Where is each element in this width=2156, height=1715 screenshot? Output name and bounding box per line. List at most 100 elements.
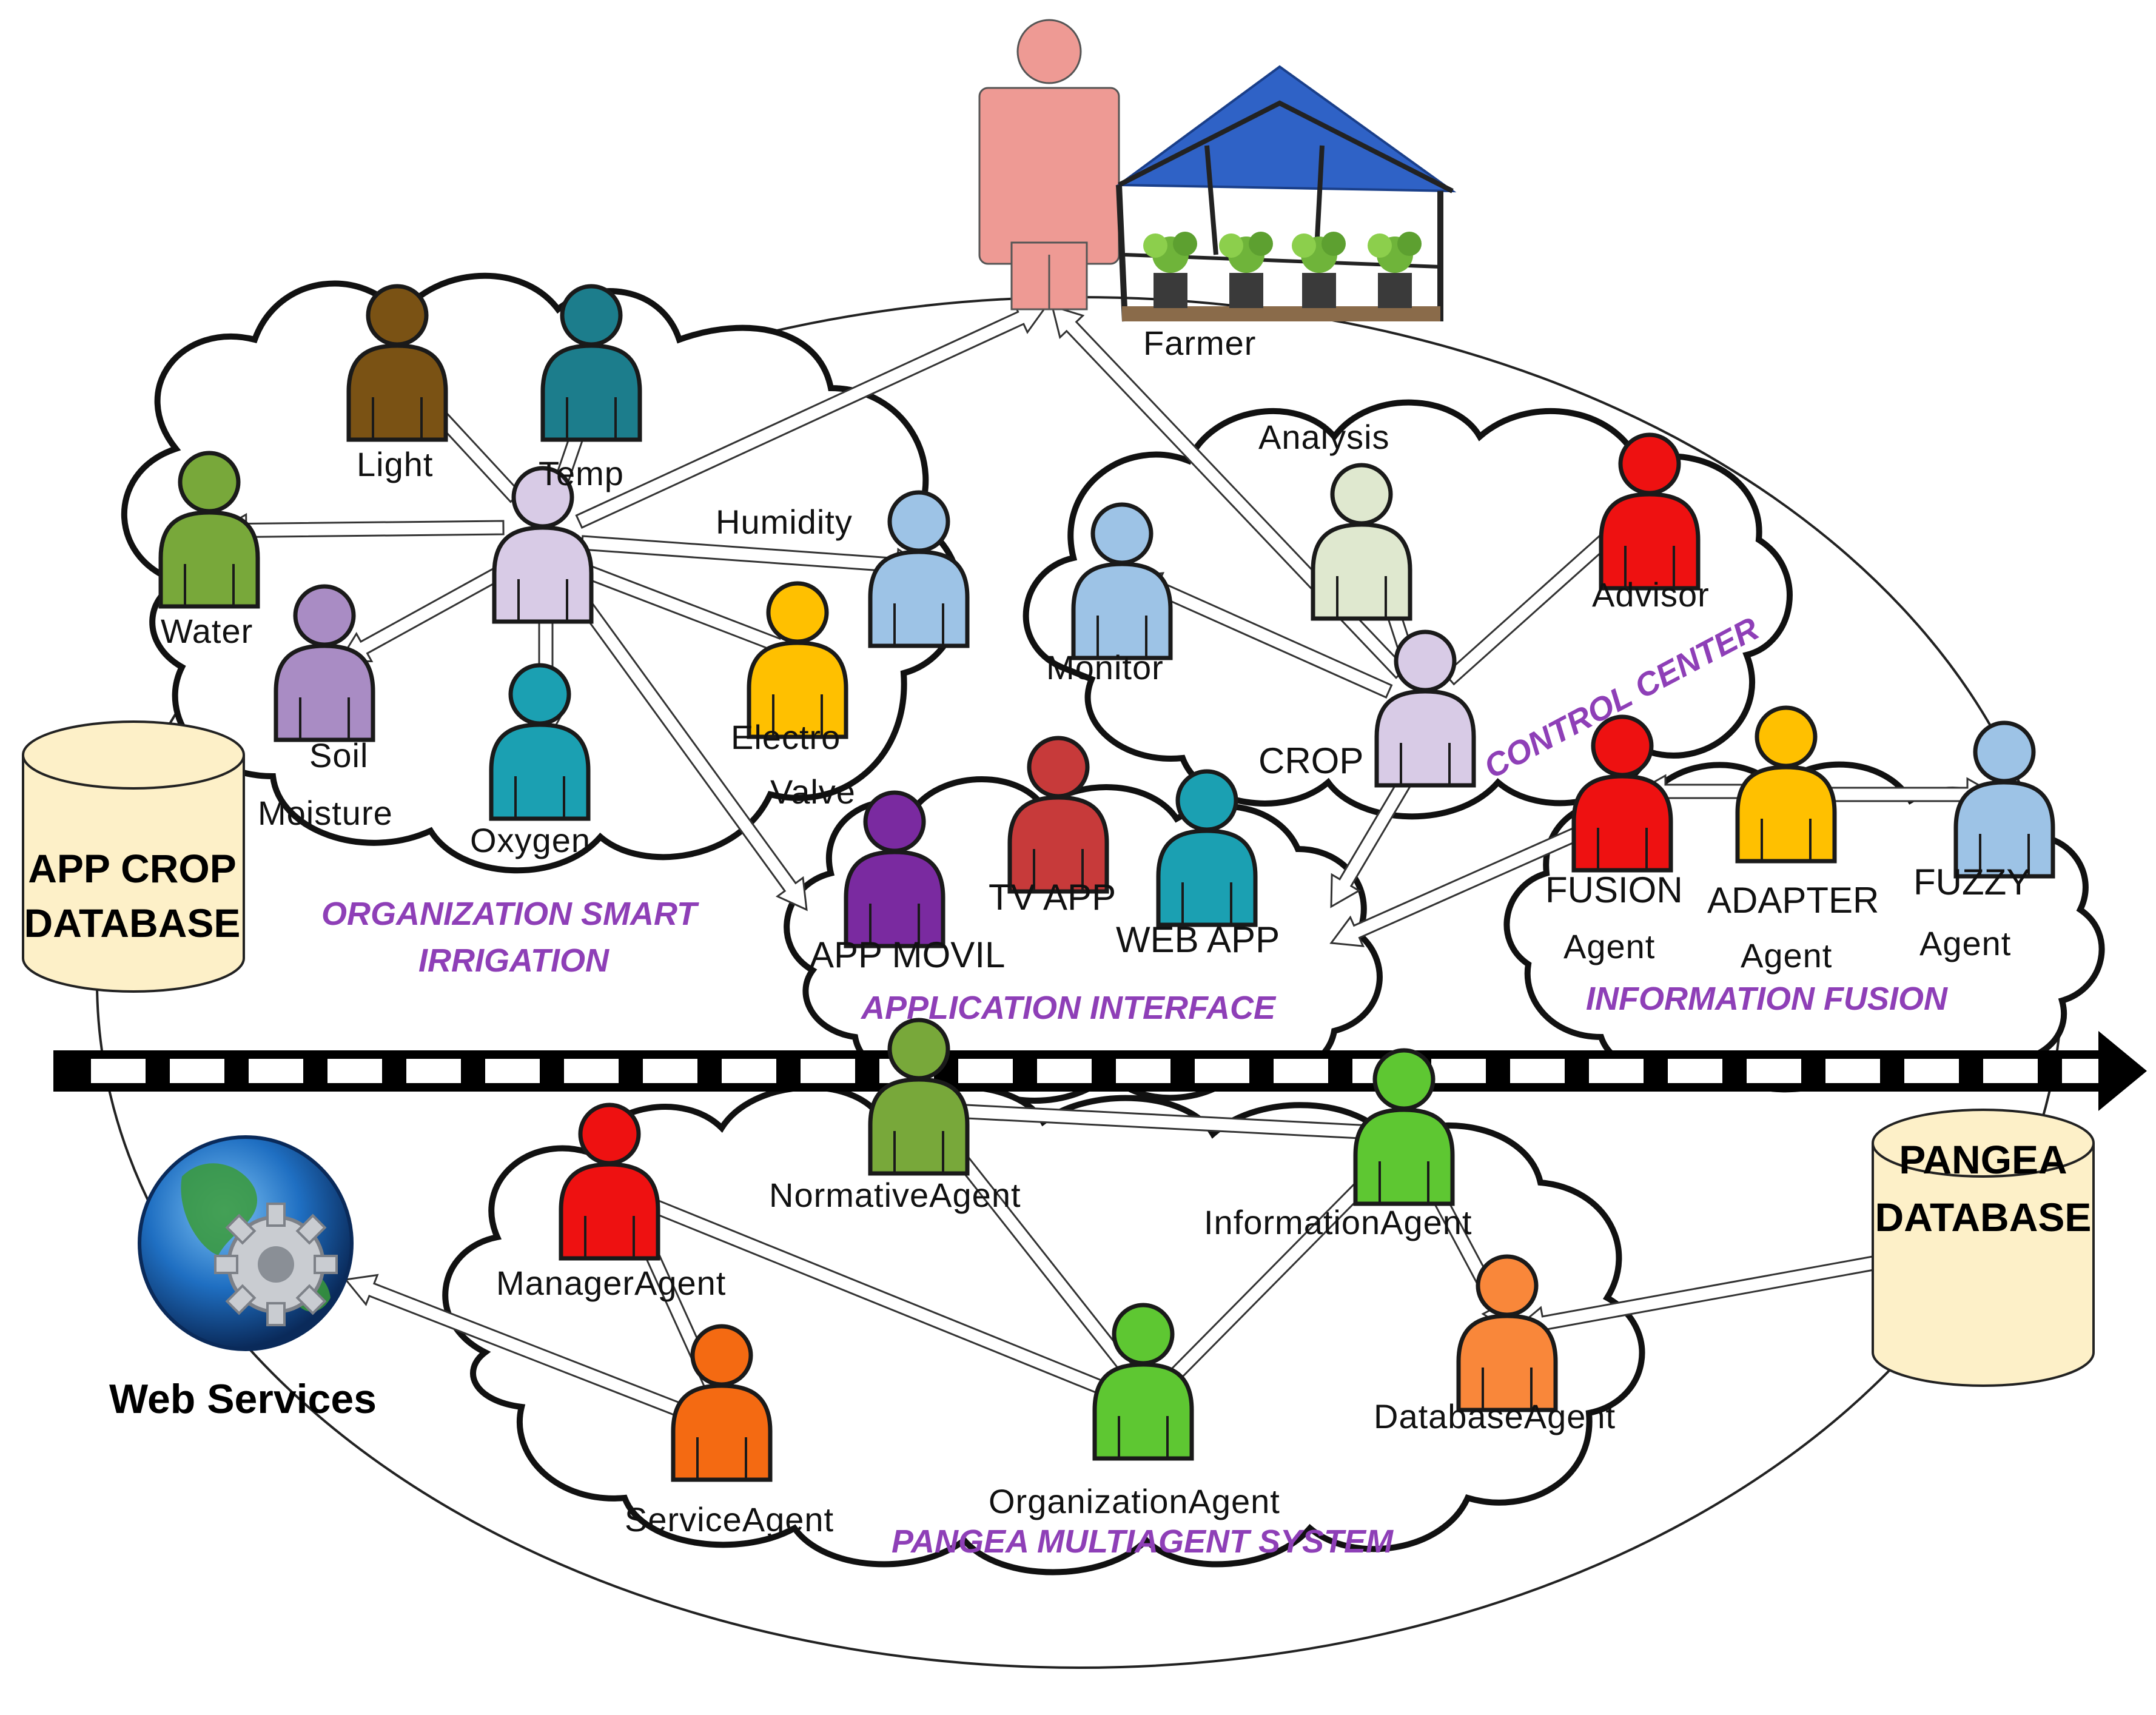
information-fusion-title: INFORMATION FUSION (1586, 981, 1948, 1017)
label-normative-agent: NormativeAgent (769, 1176, 1021, 1214)
pangea-db-line2: DATABASE (1875, 1195, 2092, 1240)
timeline-segment (1904, 1059, 1959, 1083)
advisor-agent-icon (1599, 432, 1701, 591)
label-service-agent: ServiceAgent (625, 1500, 834, 1539)
timeline-band (53, 1031, 2147, 1111)
normative-agent-icon (868, 1018, 970, 1176)
timeline-segment (406, 1059, 461, 1083)
oxygen-agent-icon (489, 663, 591, 821)
plant-pot (1368, 232, 1422, 308)
timeline-segment (1825, 1059, 1880, 1083)
app-crop-db-line1: APP CROP (28, 846, 237, 891)
app-crop-db-line2: DATABASE (24, 901, 241, 945)
timeline-segment (170, 1059, 224, 1083)
label-soil-2: Moisture (258, 794, 393, 832)
label-manager-agent: ManagerAgent (496, 1264, 726, 1302)
information-agent-icon (1353, 1048, 1455, 1206)
adapter-agent-icon (1735, 705, 1837, 864)
label-temp: Temp (539, 454, 624, 492)
timeline-segment (1195, 1059, 1249, 1083)
web-services-label: Web Services (109, 1376, 377, 1422)
gear-tooth (225, 1284, 257, 1315)
tv-app-agent-icon (1007, 736, 1109, 894)
timeline-segment (1589, 1059, 1644, 1083)
smart-irrigation-title-2: IRRIGATION (418, 942, 610, 979)
label-water: Water (161, 612, 253, 650)
water-agent-icon (158, 451, 260, 609)
plant-pot (1143, 232, 1197, 308)
timeline-segment (1983, 1059, 2038, 1083)
label-analysis: Analysis (1258, 418, 1390, 456)
timeline-segment (327, 1059, 382, 1083)
monitor-agent-icon (1071, 502, 1173, 660)
timeline-segment (91, 1059, 146, 1083)
light-agent-icon (346, 284, 448, 442)
label-adapter-1: ADAPTER (1707, 880, 1879, 921)
timeline-segment (958, 1059, 1013, 1083)
gear-tooth (314, 1255, 338, 1274)
label-oxygen: Oxygen (470, 821, 591, 859)
pangea-title: PANGEA MULTIAGENT SYSTEM (892, 1523, 1394, 1560)
label-electro-1: Electro (731, 718, 841, 756)
pangea-db-line1: PANGEA (1899, 1137, 2067, 1182)
service-agent-icon (671, 1324, 773, 1482)
label-advisor: Advisor (1592, 576, 1710, 614)
plant-pot (1292, 232, 1346, 308)
organization-agent-icon (1092, 1303, 1194, 1461)
agents-layer (158, 284, 2055, 1482)
web-app-agent-icon (1156, 769, 1258, 927)
smart-irrigation-title-1: ORGANIZATION SMART (321, 896, 699, 932)
timeline-segment (801, 1059, 855, 1083)
application-interface-title: APPLICATION INTERFACE (860, 990, 1277, 1026)
app-movil-agent-icon (844, 790, 945, 948)
fusion-agent-icon (1571, 714, 1673, 873)
timeline-segment (1510, 1059, 1565, 1083)
label-organization-agent: OrganizationAgent (989, 1482, 1280, 1520)
label-tv-app: TV APP (989, 877, 1116, 918)
gear-tooth (266, 1203, 286, 1227)
electro-valve-agent-icon (747, 581, 848, 739)
database-agent-icon (1456, 1254, 1558, 1412)
soil-agent-icon (274, 584, 375, 742)
gear-tooth (295, 1284, 327, 1315)
hub-agent-icon (492, 466, 594, 624)
label-database-agent: DatabaseAgent (1374, 1397, 1616, 1435)
label-monitor: Monitor (1046, 648, 1164, 686)
humidity-agent-icon (868, 490, 970, 648)
label-humidity: Humidity (716, 503, 853, 541)
fuzzy-agent-icon (1953, 720, 2055, 879)
arrow-hub-appmovil (566, 583, 808, 911)
globe-gear-icon (138, 1135, 354, 1351)
farmer-figure (978, 19, 1120, 310)
timeline-segment (485, 1059, 540, 1083)
label-fusion-2: Agent (1563, 927, 1655, 965)
greenhouse-icon (1115, 65, 1457, 322)
label-crop: CROP (1258, 740, 1363, 781)
analysis-agent-icon (1311, 463, 1412, 621)
label-app-movil: APP MOVIL (810, 935, 1005, 975)
gear-tooth (266, 1302, 286, 1326)
timeline-segment (1431, 1059, 1486, 1083)
manager-agent-icon (559, 1102, 660, 1261)
label-fusion-1: FUSION (1545, 870, 1683, 910)
timeline-segment (1037, 1059, 1092, 1083)
app-crop-database: APP CROP DATABASE (22, 720, 245, 993)
temp-agent-icon (540, 284, 642, 442)
farmer-label: Farmer (1143, 324, 1256, 362)
label-web-app: WEB APP (1116, 919, 1280, 960)
label-light: Light (357, 445, 433, 483)
crop-agent-icon (1374, 629, 1476, 788)
gear-tooth (214, 1255, 238, 1274)
timeline-segment (1274, 1059, 1328, 1083)
gear-tooth (295, 1213, 327, 1245)
timeline-segment (722, 1059, 776, 1083)
plant-pot (1219, 232, 1273, 308)
label-fuzzy-2: Agent (1919, 924, 2011, 962)
pangea-database: PANGEA DATABASE (1872, 1109, 2095, 1387)
gear-tooth (225, 1213, 257, 1245)
label-electro-2: Valve (770, 773, 856, 811)
timeline-segment (1116, 1059, 1170, 1083)
timeline-segment (249, 1059, 303, 1083)
label-soil-1: Soil (309, 736, 368, 774)
